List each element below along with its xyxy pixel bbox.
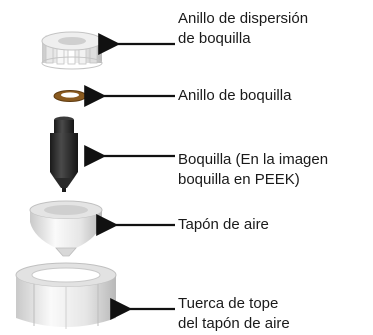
label-air-cap-nut-line1: Tuerca de tope xyxy=(178,295,279,312)
label-dispersion-ring-line2: de boquilla xyxy=(178,30,251,47)
label-air-cap: Tapón de aire xyxy=(178,215,269,235)
air-cap-illustration xyxy=(29,200,103,257)
label-air-cap-nut-line2: del tapón de aire xyxy=(178,315,290,332)
dispersion-ring-illustration xyxy=(41,31,103,70)
label-dispersion-ring: Anillo de dispersión de boquilla xyxy=(178,9,308,49)
label-air-cap-nut: Tuerca de tope del tapón de aire xyxy=(178,294,290,334)
label-nozzle-line1: Boquilla (En la imagen xyxy=(178,151,329,168)
label-nozzle-ring: Anillo de boquilla xyxy=(178,86,291,106)
label-nozzle-line2: boquilla en PEEK) xyxy=(178,171,300,188)
nozzle-illustration xyxy=(50,116,78,192)
label-nozzle: Boquilla (En la imagen boquilla en PEEK) xyxy=(178,150,328,190)
nozzle-ring-illustration xyxy=(53,90,87,102)
label-dispersion-ring-line1: Anillo de dispersión xyxy=(178,10,309,27)
label-air-cap-line1: Tapón de aire xyxy=(178,216,269,233)
air-cap-nut-illustration xyxy=(15,262,117,329)
label-nozzle-ring-line1: Anillo de boquilla xyxy=(178,87,292,104)
